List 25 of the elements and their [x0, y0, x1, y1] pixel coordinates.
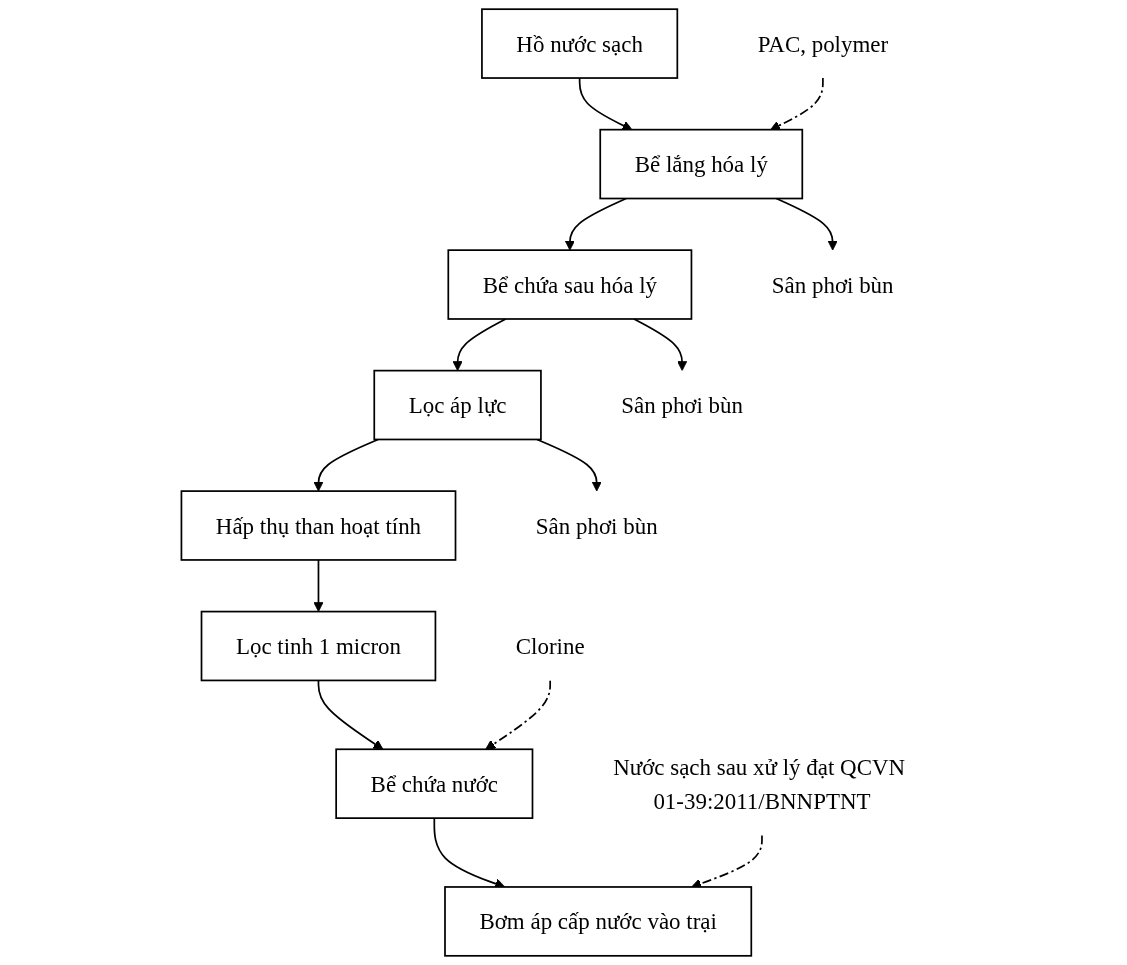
node-box: Bơm áp cấp nước vào trại [444, 886, 753, 957]
arrow [313, 438, 379, 492]
arrow [317, 679, 384, 750]
arrow [775, 197, 838, 251]
arrow [564, 197, 628, 251]
node-box: Lọc tinh 1 micron [200, 610, 437, 682]
node-box: Bể chứa sau hóa lý [447, 249, 693, 320]
arrow [633, 318, 688, 372]
node-text: PAC, polymer [757, 30, 889, 57]
node-box: Hồ nước sạch [481, 8, 679, 79]
arrow [536, 438, 602, 492]
node-box: Hấp thụ than hoạt tính [180, 490, 457, 561]
arrow [770, 77, 824, 131]
node-text: Sân phơi bùn [771, 271, 894, 298]
node-text: Sân phơi bùn [621, 392, 744, 418]
node-box: Bể lắng hóa lý [599, 128, 804, 200]
node-box: Lọc áp lực [373, 369, 542, 441]
node-text: Sân phơi bùn [535, 512, 658, 539]
arrow [578, 77, 633, 131]
arrow [485, 679, 552, 750]
node-text: Clorine [515, 633, 585, 659]
node-text: Nước sạch sau xử lý đạt QCVN 01-39:2011/BNNPTNT [613, 753, 906, 814]
node-box: Bể chứa nước [335, 748, 534, 819]
arrow [452, 318, 507, 372]
arrow [313, 559, 324, 613]
